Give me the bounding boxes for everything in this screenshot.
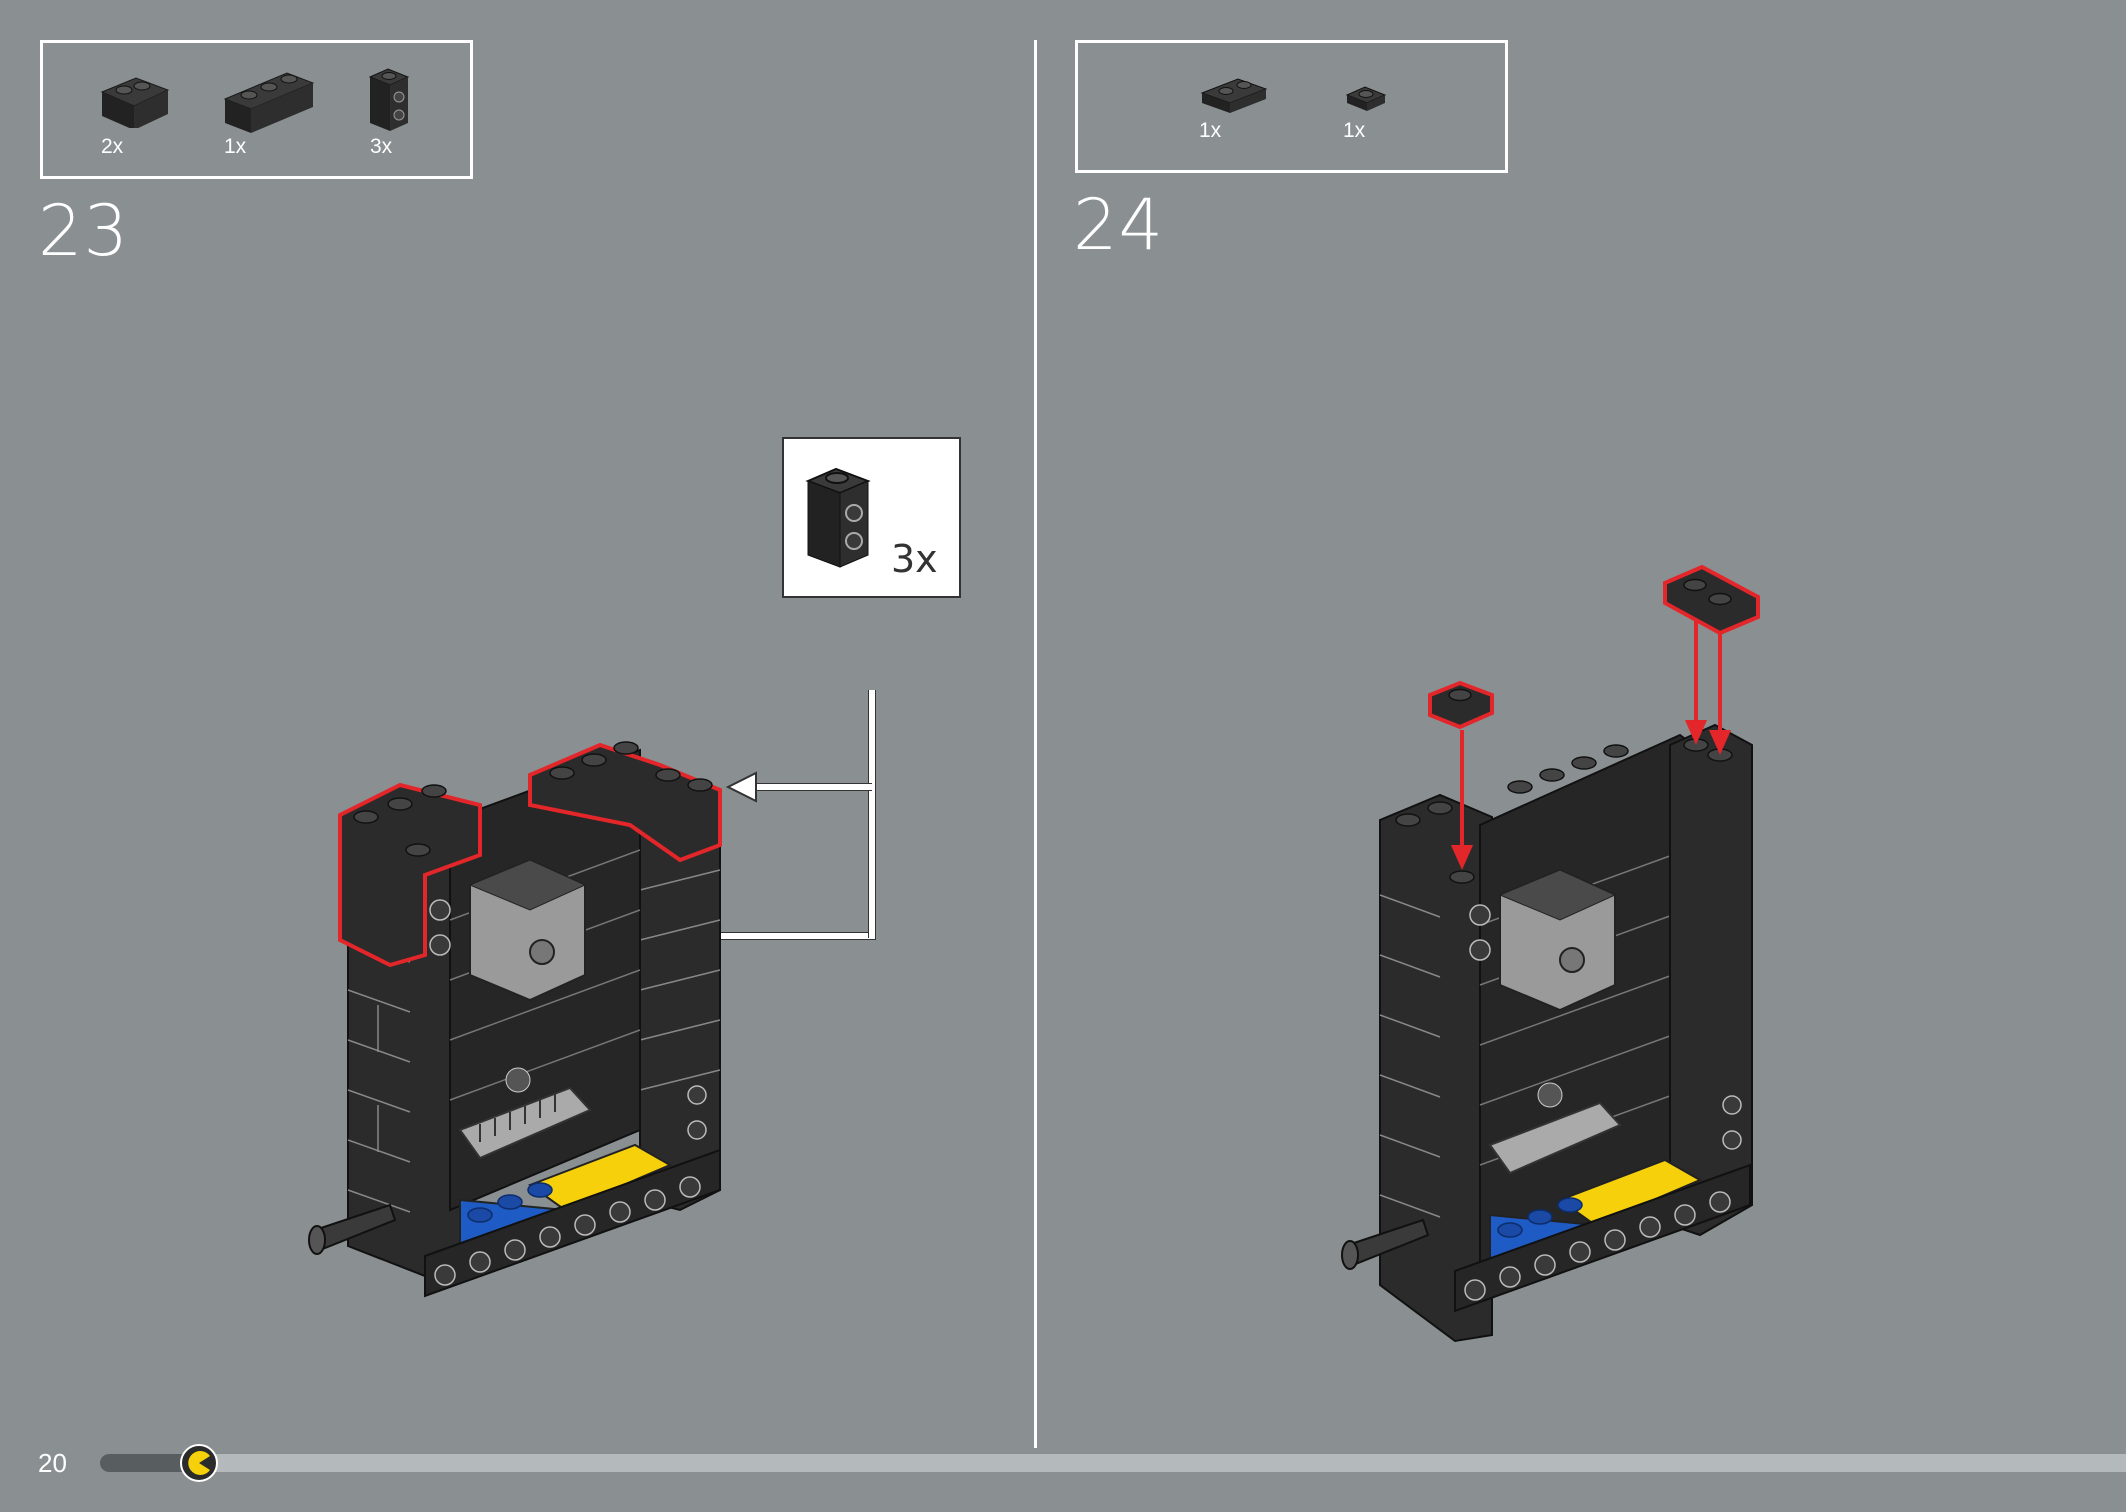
callout-qty: 3x [891,537,938,581]
part-qty: 3x [370,135,393,158]
page-divider [1034,40,1037,1448]
model-step-23 [308,690,876,1298]
part-qty: 1x [1343,119,1366,142]
callout-box: 3x [782,437,961,598]
brick-1x2-icon [100,77,170,128]
arrow-head [725,771,757,803]
step-number: 24 [1073,184,1165,266]
pac-man-icon [180,1444,219,1482]
part-qty: 1x [1199,119,1222,142]
brick-1x1-with-studs-on-side-icon [805,467,871,568]
progress-track [100,1454,2126,1472]
model-step-24 [1341,564,1760,1343]
plate-1x1-icon [1345,86,1387,111]
callout-arrows [728,690,876,940]
brick-1x3-icon [223,72,315,133]
plate-1x2-icon [1200,78,1268,113]
step-number: 23 [38,190,130,272]
placement-arrows [1450,620,1732,870]
part-qty: 1x [224,135,247,158]
progress-fill [100,1454,202,1472]
brick-1x1-with-studs-on-side-icon [368,68,410,131]
page-number: 20 [38,1448,67,1478]
part-qty: 2x [101,135,124,158]
parts-list-step-23: 2x 1x 3x [40,40,473,179]
parts-list-step-24: 1x 1x [1075,40,1508,173]
